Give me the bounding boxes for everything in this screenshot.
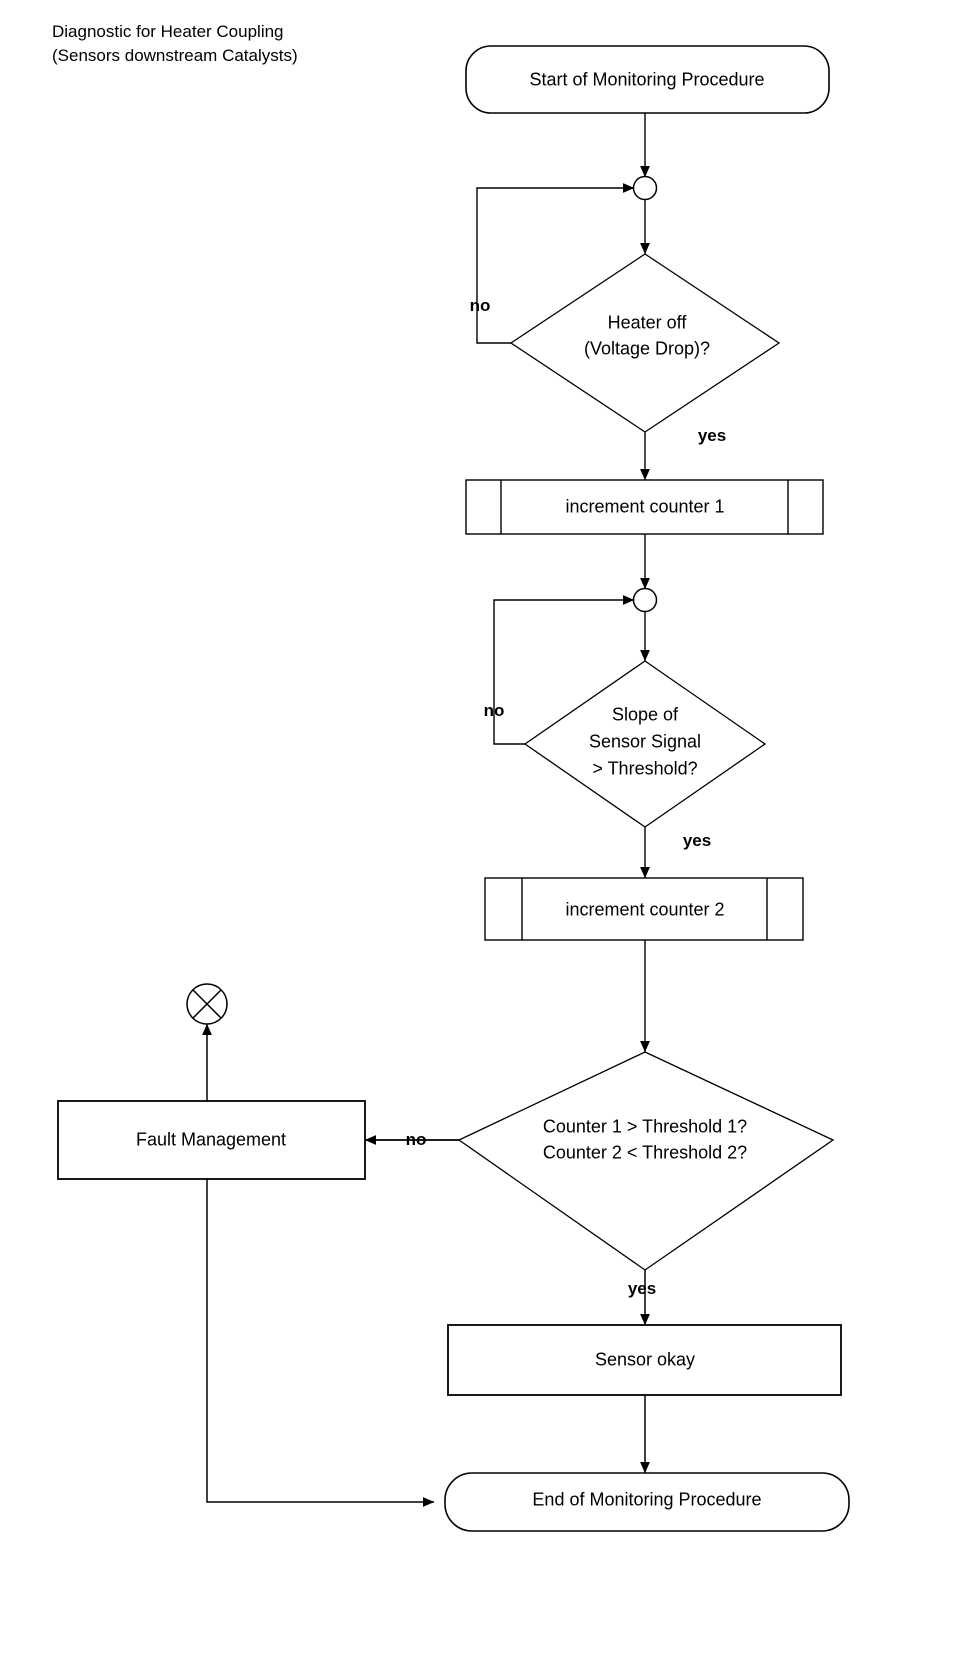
node-decision1-shape[interactable] <box>509 253 781 433</box>
node-action1-shape[interactable] <box>465 479 824 535</box>
edge-fault-to-end <box>206 1179 435 1507</box>
node-merge1-shape[interactable] <box>632 175 658 201</box>
node-action2-shape[interactable] <box>484 877 804 941</box>
node-end-shape[interactable] <box>444 1472 850 1532</box>
edge-decision1-no-loop <box>476 183 635 344</box>
node-start-shape[interactable] <box>465 45 830 114</box>
node-decision2-shape[interactable] <box>523 660 767 828</box>
edge-decision2-no-loop <box>493 595 635 745</box>
node-sensor-okay-shape[interactable] <box>447 1324 842 1396</box>
node-merge2-shape[interactable] <box>632 587 658 613</box>
node-flow-final-shape[interactable] <box>186 983 228 1025</box>
node-decision3-shape[interactable] <box>457 1051 835 1271</box>
node-fault-shape[interactable] <box>57 1100 366 1180</box>
